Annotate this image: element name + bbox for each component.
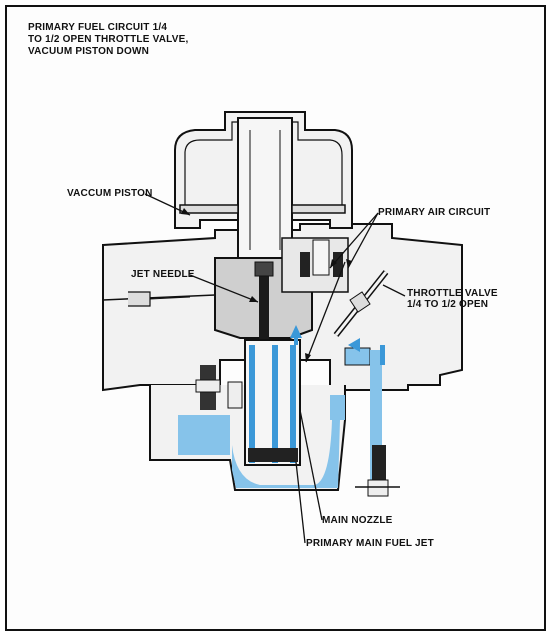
- primary-main-fuel-jet: [248, 448, 298, 462]
- label-primary-main-fuel-jet: PRIMARY MAIN FUEL JET: [306, 538, 434, 549]
- diagram-title: PRIMARY FUEL CIRCUIT 1/4 TO 1/2 OPEN THR…: [28, 22, 188, 58]
- label-vacuum-piston: VACCUM PISTON: [67, 188, 153, 199]
- label-jet-needle: JET NEEDLE: [131, 269, 195, 280]
- label-throttle-valve: THROTTLE VALVE: [407, 288, 498, 299]
- title-line-2: TO 1/2 OPEN THROTTLE VALVE,: [28, 34, 189, 45]
- label-primary-air-circuit: PRIMARY AIR CIRCUIT: [378, 207, 491, 218]
- label-main-nozzle: MAIN NOZZLE: [322, 515, 393, 526]
- title-line-3: VACUUM PISTON DOWN: [28, 46, 150, 57]
- fuel-level: [178, 415, 230, 455]
- vacuum-piston: [237, 117, 293, 259]
- label-throttle-valve-opening: 1/4 TO 1/2 OPEN: [407, 299, 489, 310]
- title-line-1: PRIMARY FUEL CIRCUIT 1/4: [28, 22, 168, 33]
